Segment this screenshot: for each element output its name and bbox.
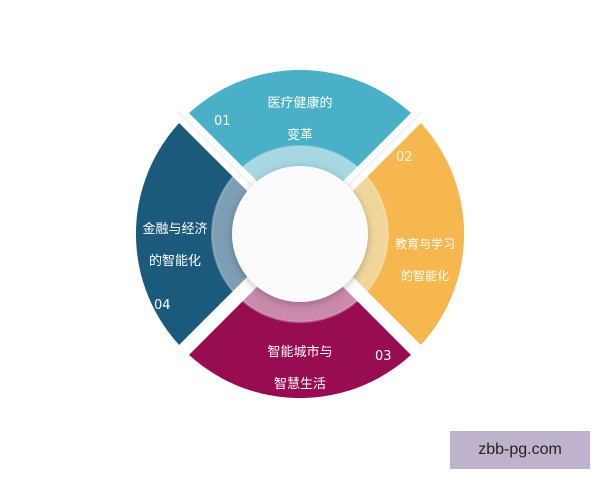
segment-04-number: 04 bbox=[154, 298, 171, 313]
center-circle bbox=[232, 166, 368, 302]
segment-01-label-line1: 医疗健康的 bbox=[267, 96, 333, 111]
watermark-badge: zbb-pg.com bbox=[450, 431, 590, 469]
segment-02-number: 02 bbox=[396, 150, 413, 165]
segment-03-label-line2: 智慧生活 bbox=[273, 377, 326, 392]
segment-04-label-line1: 金融与经济 bbox=[142, 222, 208, 237]
segment-03-number: 03 bbox=[375, 349, 392, 364]
segment-04-label-line2: 的智能化 bbox=[148, 254, 201, 269]
watermark-text: zbb-pg.com bbox=[478, 441, 562, 458]
segment-02-label-line1: 教育与学习 bbox=[394, 237, 455, 251]
segment-01-number: 01 bbox=[214, 114, 231, 129]
segment-03-label-line1: 智能城市与 bbox=[267, 345, 333, 360]
segment-02-label-line2: 的智能化 bbox=[400, 269, 449, 283]
segment-01-label-line2: 变革 bbox=[286, 128, 313, 143]
